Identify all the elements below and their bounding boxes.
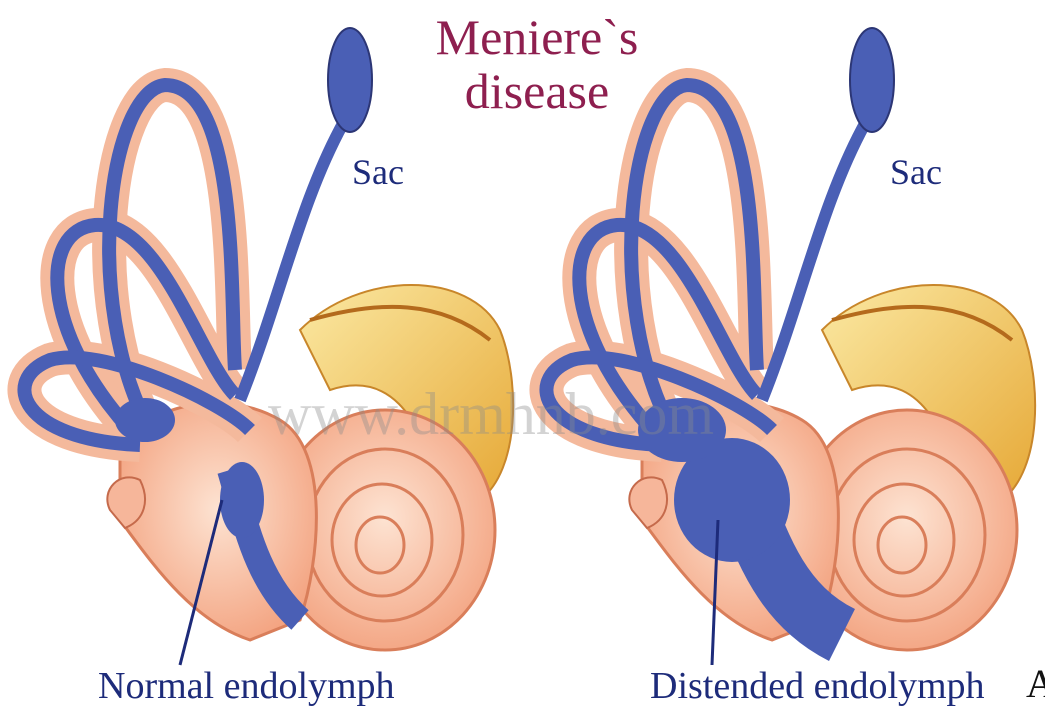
watermark-text: www.drmhnb.com bbox=[268, 380, 714, 449]
normal-endolymph-caption: Normal endolymph bbox=[98, 665, 395, 707]
distended-endolymph-caption: Distended endolymph bbox=[650, 665, 985, 707]
distended-ear-illustration bbox=[546, 28, 1035, 650]
left-sac-label: Sac bbox=[352, 152, 404, 192]
right-sac-label: Sac bbox=[890, 152, 942, 192]
diagram-title-line1: Meniere`s bbox=[412, 10, 662, 64]
corner-letter-fragment: A bbox=[1026, 662, 1045, 706]
diagram-title-line2: disease bbox=[412, 64, 662, 118]
normal-ear-illustration bbox=[24, 28, 513, 650]
